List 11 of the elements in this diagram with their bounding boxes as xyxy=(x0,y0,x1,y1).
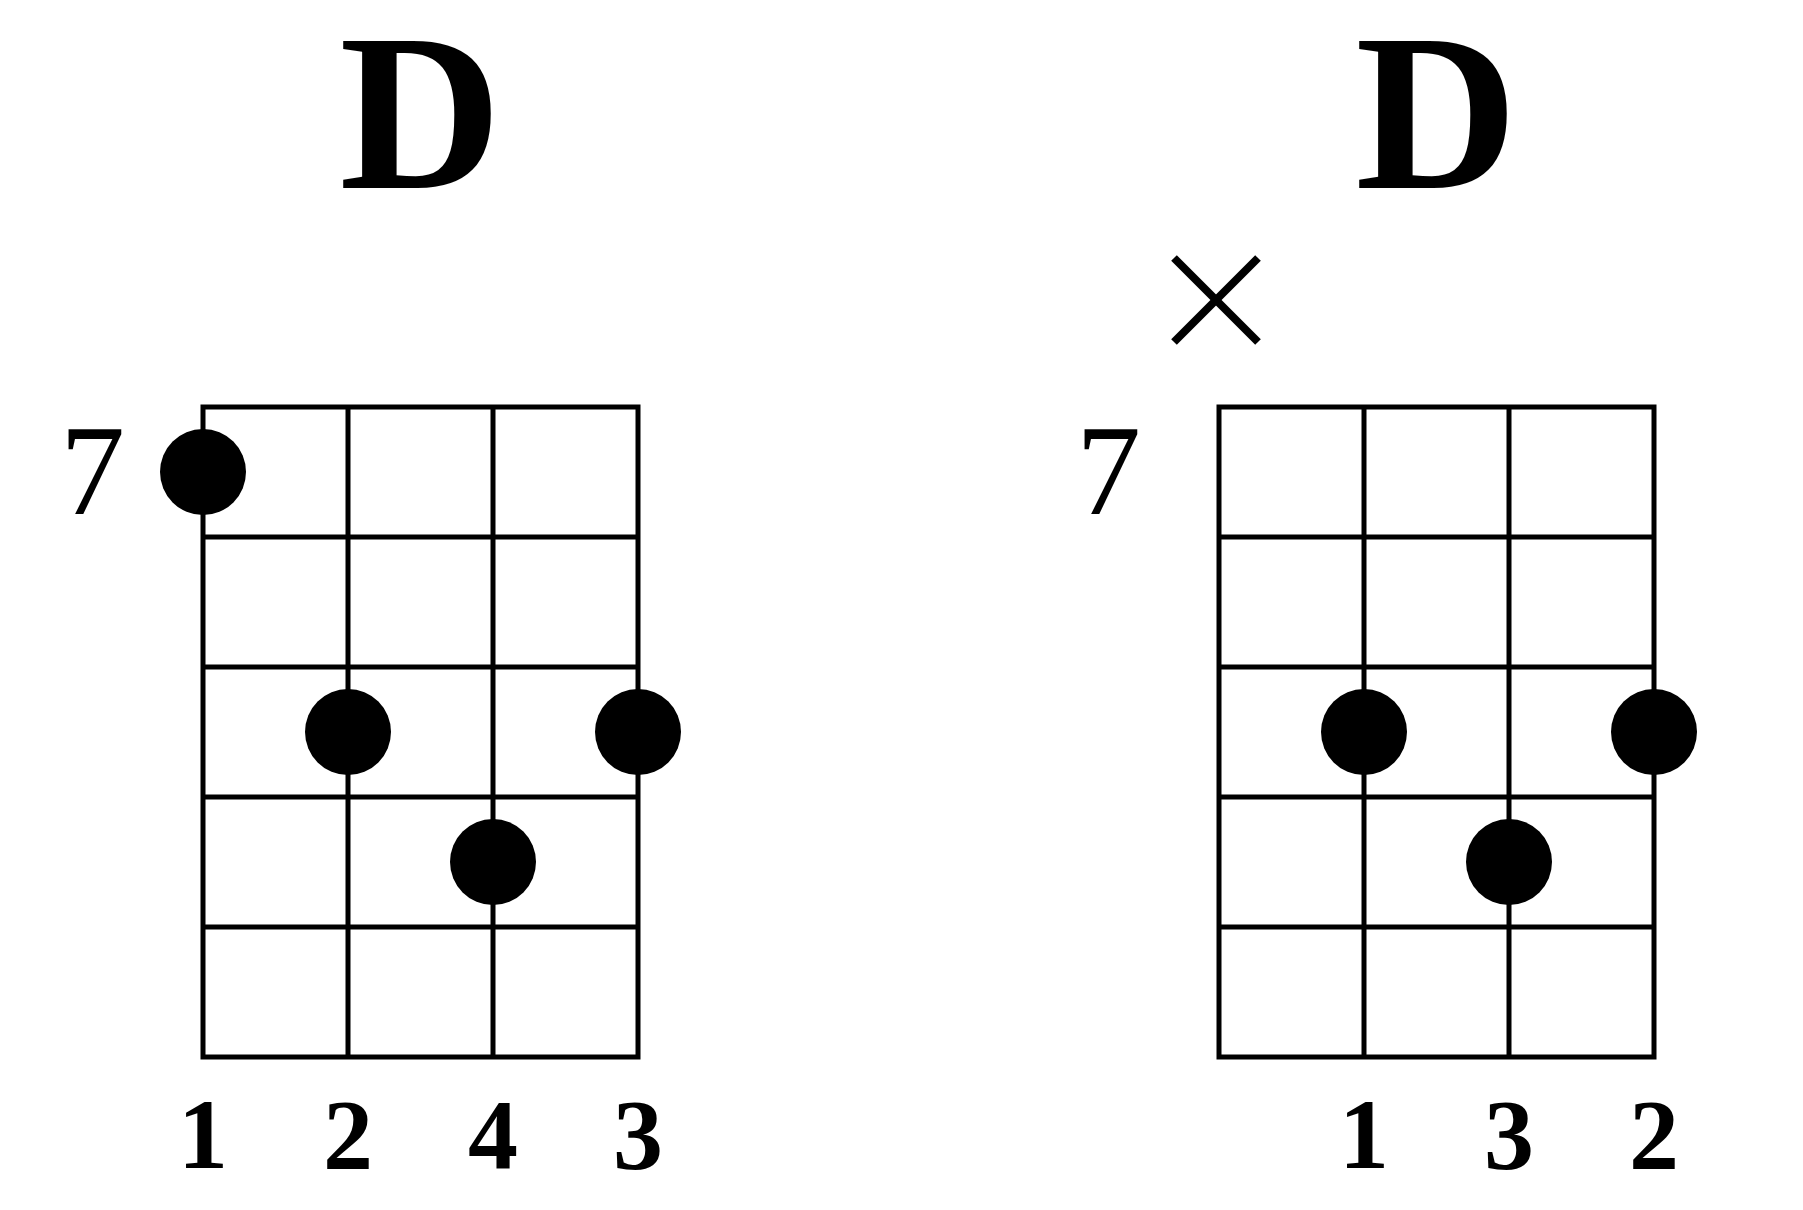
finger-number: 3 xyxy=(613,1085,663,1185)
finger-number: 2 xyxy=(323,1085,373,1185)
chord-name: D xyxy=(1355,0,1518,225)
finger-number: 2 xyxy=(1629,1085,1679,1185)
fret-number: 7 xyxy=(1076,405,1141,535)
finger-number: 4 xyxy=(468,1085,518,1185)
finger-number: 3 xyxy=(1484,1085,1534,1185)
fret-number: 7 xyxy=(60,405,125,535)
chord-name: D xyxy=(339,0,502,225)
finger-number: 1 xyxy=(178,1085,228,1185)
finger-number: 1 xyxy=(1339,1085,1389,1185)
